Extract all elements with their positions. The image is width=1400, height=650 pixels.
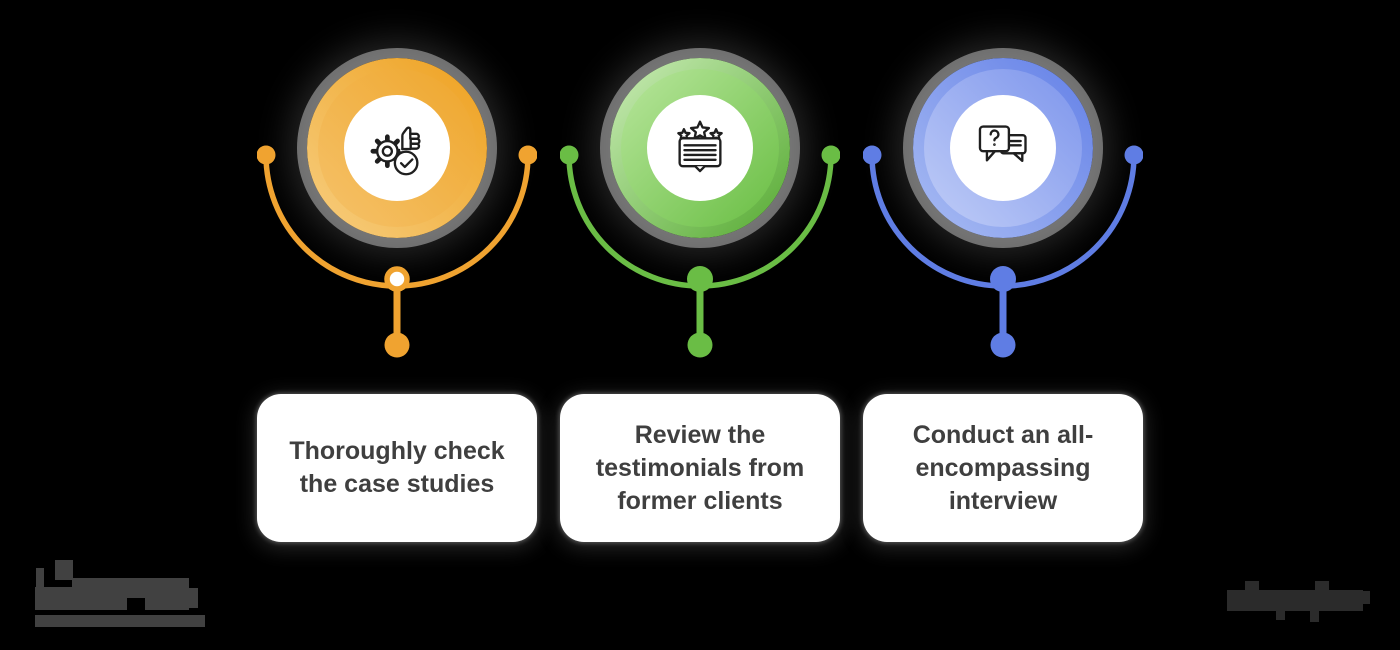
stem-end-dot	[687, 332, 713, 358]
censored-pixel-block	[72, 578, 189, 598]
step-card: Conduct an all-encompassing interview	[863, 394, 1143, 542]
arc-tip-dot	[518, 145, 537, 165]
censored-pixel-block	[55, 560, 73, 580]
arc-bottom-node	[687, 266, 713, 292]
step-card: Review the testimonials from former clie…	[560, 394, 840, 542]
testimonial-card-stars-icon	[677, 120, 723, 173]
step-column-1: Thoroughly check the case studies	[257, 0, 537, 650]
step-column-3: Conduct an all-encompassing interview	[863, 0, 1143, 650]
step-circle-inner-ring	[621, 69, 779, 227]
censored-pixel-block	[1276, 610, 1285, 620]
step-card-label: Conduct an all-encompassing interview	[912, 420, 1094, 515]
arc-tip-dot	[1124, 145, 1143, 165]
arc-tip-dot	[560, 145, 579, 165]
gear-thumbs-up-check-icon	[370, 123, 421, 176]
censored-pixel-block	[1227, 590, 1363, 611]
censored-pixel-block	[36, 568, 44, 590]
censored-pixel-block	[188, 588, 198, 608]
step-circle	[307, 58, 487, 238]
icon-badge	[647, 95, 753, 201]
step-card-label: Thoroughly check the case studies	[289, 437, 505, 498]
step-card: Thoroughly check the case studies	[257, 394, 537, 542]
censored-pixel-block	[35, 615, 205, 627]
step-column-2: Review the testimonials from former clie…	[560, 0, 840, 650]
censored-pixel-block	[1362, 591, 1370, 604]
censored-pixel-block	[145, 598, 189, 610]
arc-bottom-node	[384, 266, 410, 292]
icon-badge	[950, 95, 1056, 201]
connector-graphic	[863, 145, 1143, 358]
censored-pixel-block	[72, 598, 127, 610]
step-circle	[610, 58, 790, 238]
censored-watermark	[1227, 581, 1373, 623]
censored-pixel-block	[1310, 610, 1319, 622]
connector-graphic	[257, 145, 537, 358]
stem-end-dot	[990, 332, 1016, 358]
censored-pixel-block	[1245, 581, 1259, 591]
connector-graphic	[560, 145, 840, 358]
icon-badge	[344, 95, 450, 201]
arc-tip-dot	[257, 145, 276, 165]
stem-end-dot	[384, 332, 410, 358]
step-circle-inner-ring	[924, 69, 1082, 227]
censored-pixel-block	[1315, 581, 1329, 591]
censored-pixel-block	[35, 587, 77, 610]
step-circle-inner-ring	[318, 69, 476, 227]
arc-bottom-node	[990, 266, 1016, 292]
question-chat-bubbles-icon	[978, 125, 1027, 163]
step-circle	[913, 58, 1093, 238]
censored-logo	[35, 558, 210, 630]
step-card-label: Review the testimonials from former clie…	[595, 420, 805, 515]
arc-tip-dot	[821, 145, 840, 165]
arc-tip-dot	[863, 145, 882, 165]
